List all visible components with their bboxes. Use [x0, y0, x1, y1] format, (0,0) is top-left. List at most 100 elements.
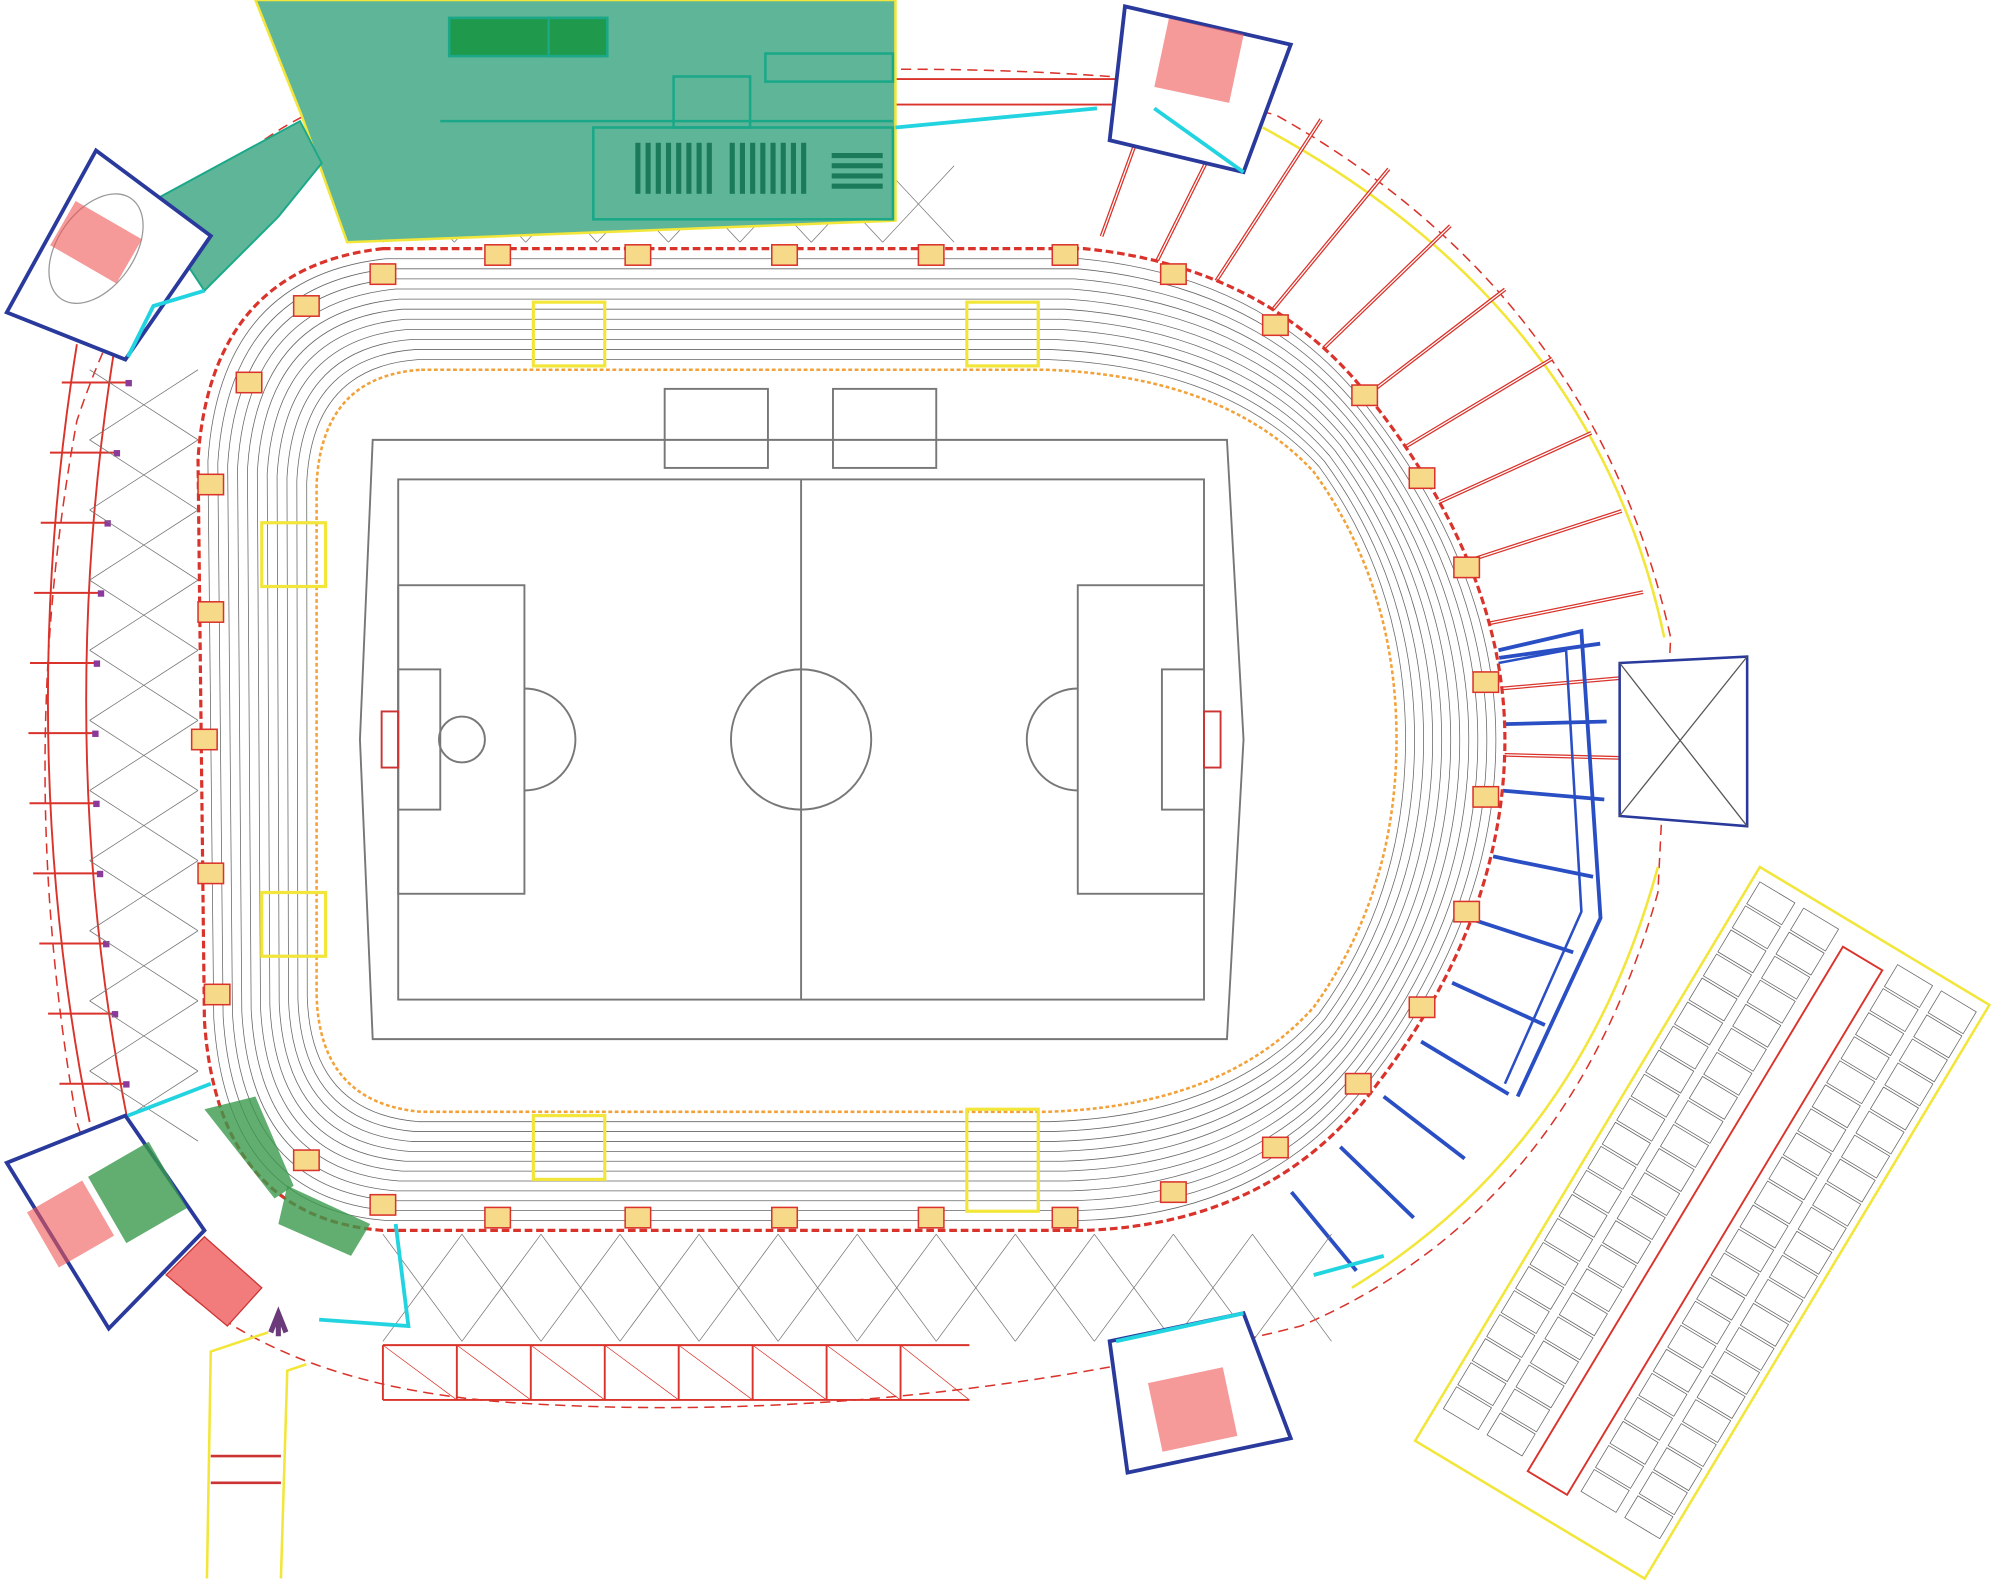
parking-stall	[1674, 1099, 1724, 1144]
vomitory	[771, 244, 799, 266]
outer-ring-yellow-se	[1351, 866, 1660, 1289]
parking-stall	[1673, 1001, 1724, 1046]
parking-stall	[1840, 1134, 1891, 1179]
parking-stall	[1442, 1386, 1493, 1431]
parking-stall	[1609, 1420, 1659, 1465]
parking-stall	[1732, 1003, 1782, 1048]
admin-rooms	[440, 16, 895, 221]
parking-stall	[1754, 1278, 1804, 1323]
parking-stall	[1783, 1230, 1833, 1275]
parking-stall	[1746, 881, 1796, 926]
vomitory	[1261, 314, 1289, 337]
classroom-seat-row	[831, 153, 883, 159]
truss-tie	[752, 1344, 827, 1401]
column-marker-icon	[103, 940, 110, 948]
brace	[89, 930, 199, 1002]
brace	[461, 1233, 542, 1342]
column-marker-icon	[113, 450, 121, 457]
parking-stall	[1515, 1364, 1565, 1409]
parking-stall	[1702, 953, 1753, 998]
green-rooms	[204, 1096, 294, 1199]
column-marker-icon	[96, 870, 104, 878]
south-truss	[382, 1344, 970, 1401]
parking-stall	[1768, 1254, 1818, 1299]
column-marker-icon	[123, 1081, 130, 1088]
parking-stall	[1587, 1145, 1637, 1190]
auditorium-seat-row	[729, 142, 735, 194]
auditorium-seat-row	[780, 142, 786, 194]
brace	[89, 720, 199, 791]
vomitory	[1344, 1072, 1372, 1095]
seating-row	[217, 268, 1488, 1211]
vomitory	[771, 1206, 799, 1229]
parking-stall	[1855, 1012, 1905, 1057]
stand-inner	[315, 368, 1398, 1114]
vomitory	[369, 1193, 397, 1216]
vomitory	[197, 601, 225, 623]
column-marker-icon	[93, 660, 101, 667]
parking-stall	[1826, 1158, 1876, 1203]
parking-stall	[1717, 1027, 1767, 1072]
parking-stall	[1710, 1252, 1760, 1297]
auditorium-seat-row	[655, 142, 661, 194]
parking-stall	[1501, 1388, 1551, 1433]
pitch	[358, 387, 1245, 1041]
parking-stall	[1623, 1396, 1674, 1441]
stair-core	[260, 890, 328, 958]
brace	[777, 1233, 858, 1342]
parking-stall	[1797, 1206, 1847, 1251]
parking-stall	[1645, 1148, 1695, 1192]
parking-stall	[1913, 1014, 1963, 1059]
parking-stall	[1768, 1156, 1818, 1201]
parking-stall	[1457, 1362, 1507, 1407]
parking-stall	[1616, 1097, 1666, 1142]
truss-tie	[826, 1344, 901, 1401]
parking-stall	[1471, 1338, 1521, 1383]
parking-stall	[1703, 1051, 1753, 1096]
truss-tie	[678, 1344, 753, 1401]
parking-stall	[1486, 1412, 1536, 1457]
vomitory	[1408, 996, 1436, 1019]
parking-stall	[1840, 1036, 1890, 1081]
seating-row	[296, 349, 1415, 1132]
parking-stall	[1731, 905, 1781, 950]
parking-stall	[1529, 1340, 1580, 1385]
column-marker-icon	[97, 590, 105, 597]
parking-stall	[1659, 1124, 1710, 1168]
parking-stall	[1572, 1169, 1623, 1214]
parking-stall	[1782, 1132, 1832, 1177]
parking-stall	[1601, 1121, 1651, 1166]
vomitory	[197, 862, 225, 885]
tower-northwest	[4, 147, 214, 362]
vomitory	[1051, 1206, 1079, 1229]
column-marker-icon	[104, 520, 111, 527]
parking-garage	[1413, 865, 1992, 1581]
column-marker-icon	[93, 800, 100, 808]
auditorium-seat-row	[676, 142, 682, 194]
auditorium-seat-row	[790, 142, 796, 194]
parking-stall	[1594, 1444, 1645, 1489]
parking-stall	[1884, 1062, 1934, 1107]
seating-row	[207, 258, 1497, 1221]
parking-stall	[1696, 1375, 1746, 1419]
parking-stall	[1645, 1049, 1695, 1094]
vomitory	[292, 295, 320, 317]
auditorium-seat-row	[750, 142, 756, 194]
parking-stall	[1602, 1220, 1652, 1265]
brace	[89, 509, 199, 581]
brace	[1094, 1233, 1174, 1342]
auditorium-seat-row	[706, 142, 712, 194]
concourse-bracing	[89, 165, 1332, 1342]
parking-stall	[1855, 1110, 1905, 1155]
classroom-seat-row	[831, 183, 883, 189]
tower-east	[1618, 655, 1749, 828]
vomitory	[624, 1206, 652, 1229]
parking-stall	[1898, 1038, 1948, 1083]
truss-tie	[382, 1344, 458, 1401]
parking-stall	[1927, 990, 1977, 1035]
parking-stall	[1725, 1326, 1775, 1371]
vomitory	[1159, 263, 1187, 286]
parking-stall	[1753, 1180, 1804, 1225]
parking-stall	[1797, 1108, 1847, 1153]
